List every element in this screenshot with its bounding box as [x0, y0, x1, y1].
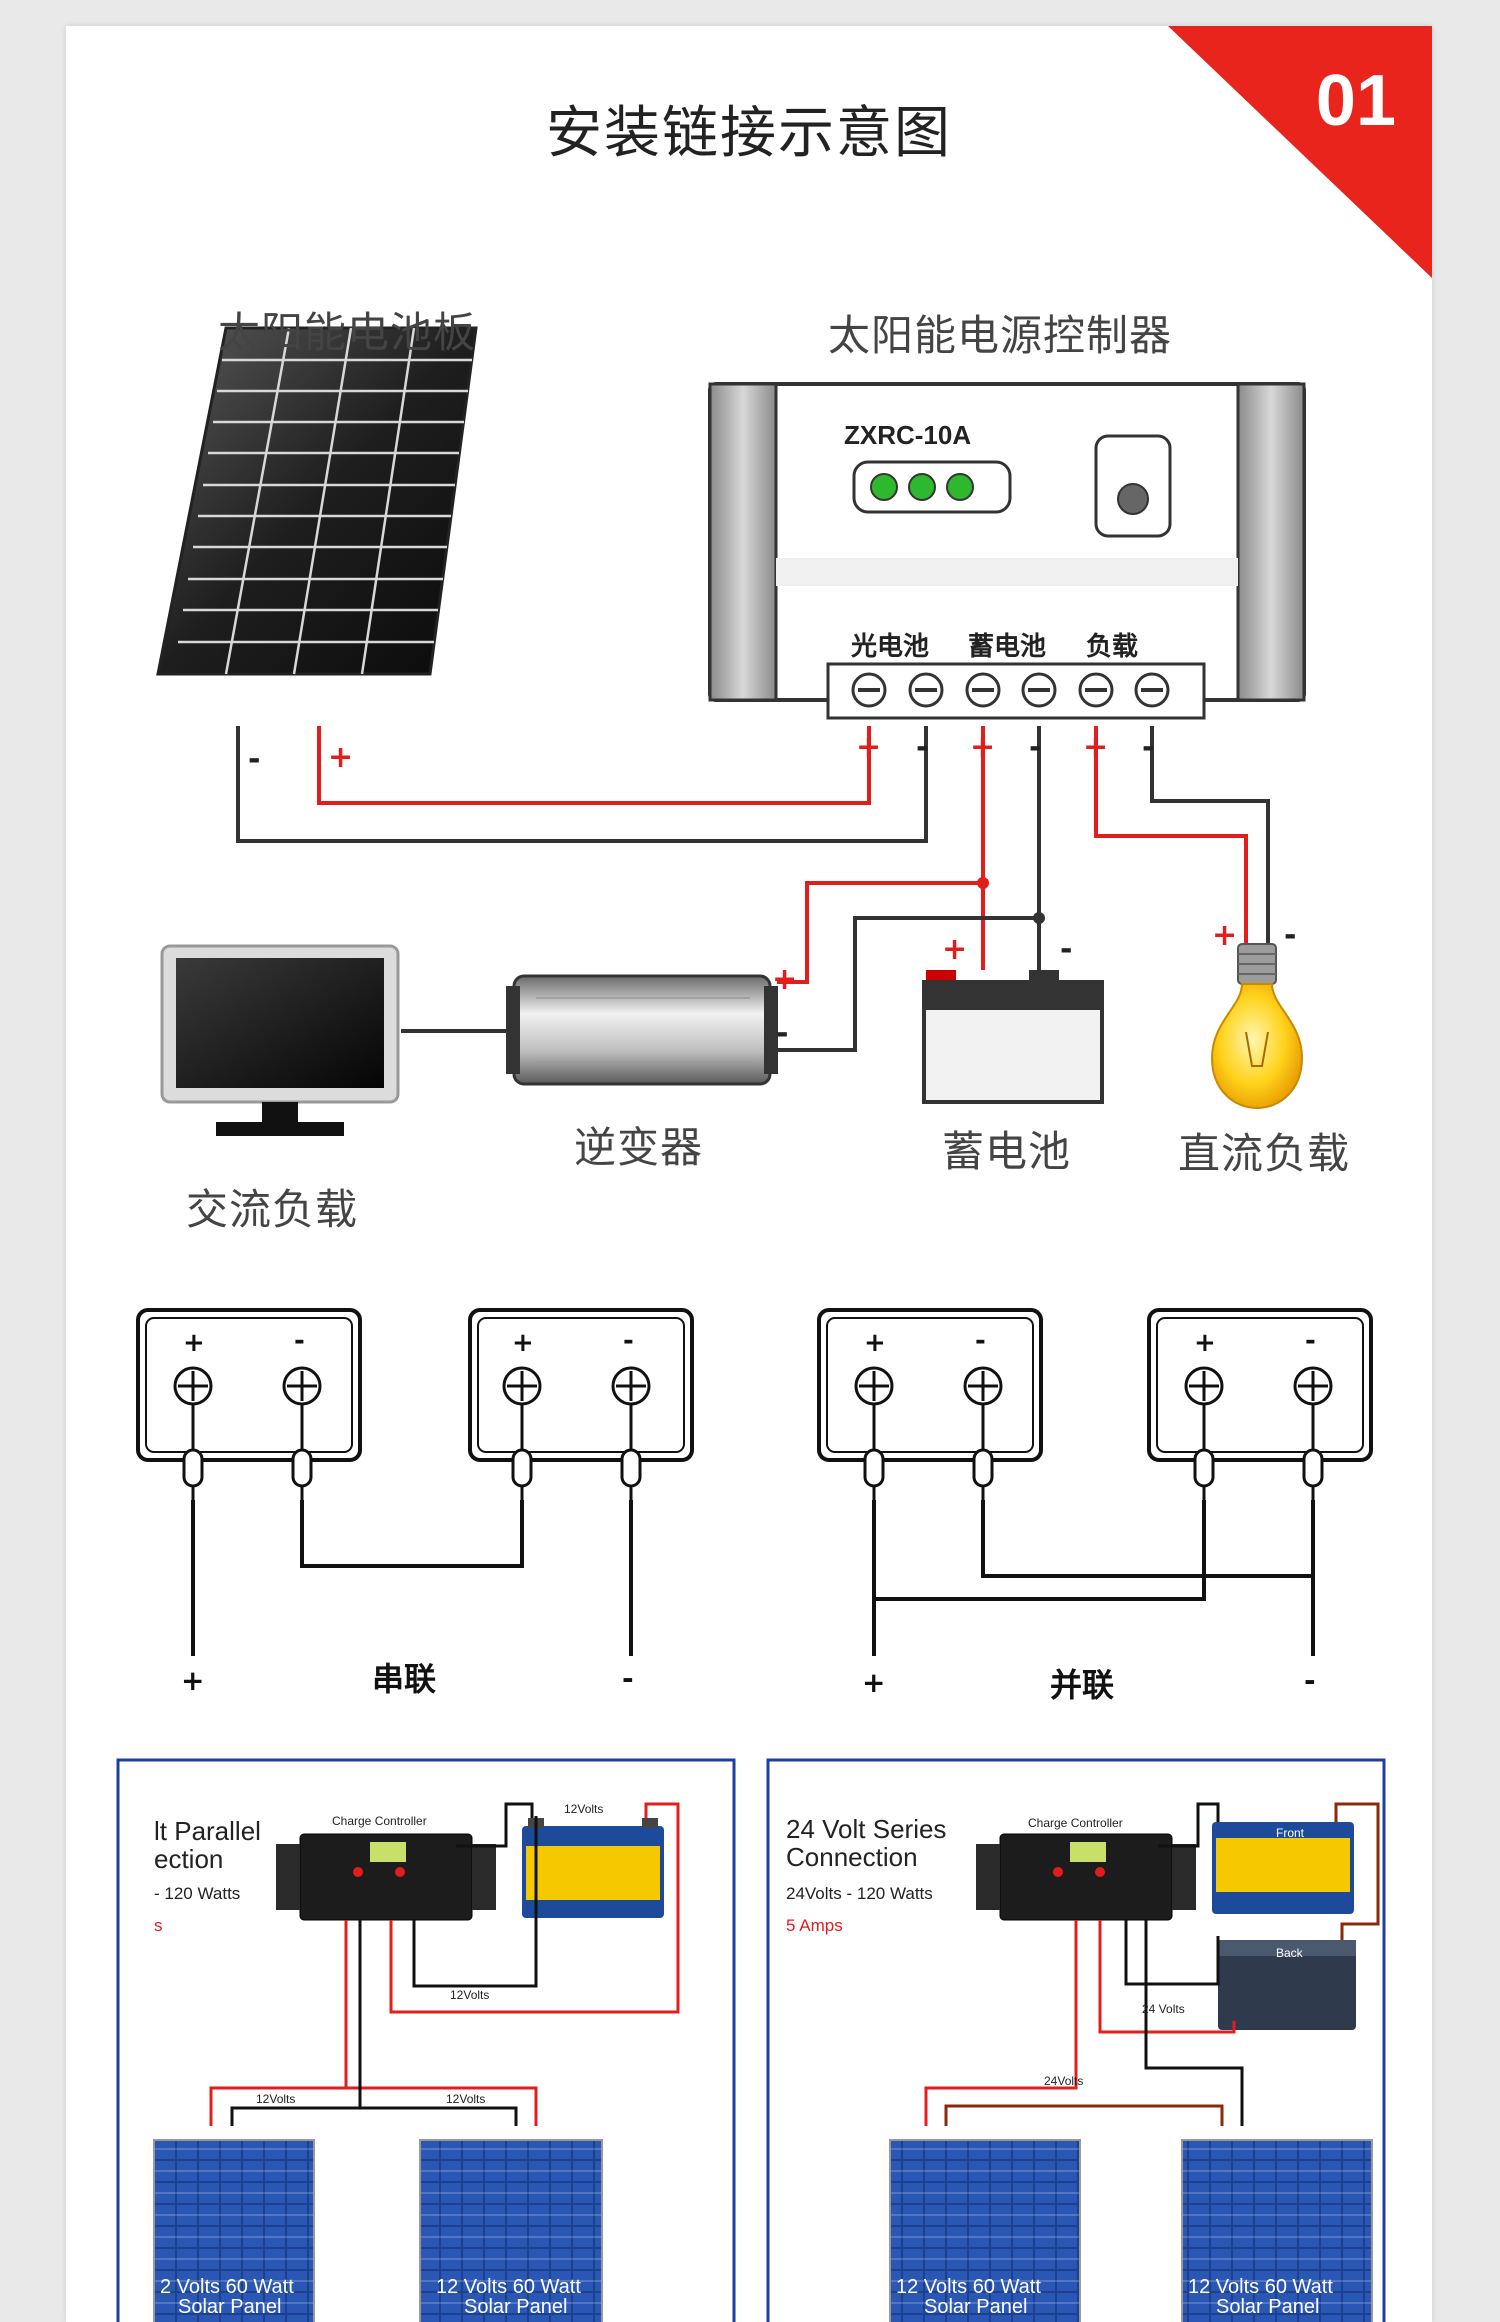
monitor-icon [160, 944, 400, 1136]
inverter-plus-sign: + [772, 962, 798, 997]
bulb-minus-sign: - [1284, 918, 1297, 953]
right-solar-panel-1 [889, 2139, 1081, 2322]
wiring [236, 726, 1270, 1052]
example-diagrams [116, 1758, 1386, 2322]
installation-diagram [156, 326, 1306, 1136]
left-battery-icon [522, 1818, 664, 1918]
right-battery-front-label: Front [1276, 1826, 1305, 1840]
left-battery-volts: 12Volts [564, 1802, 604, 1816]
controller-label: 太阳能电源控制器 [828, 311, 1173, 360]
left-panel2-wire-label: 12Volts [446, 2092, 486, 2106]
series-output-minus: - [622, 1662, 634, 1695]
parallel-output-plus: + [862, 1666, 886, 1699]
left-title-line2: ection [154, 1844, 224, 1874]
left-solar-panel-2 [419, 2139, 603, 2322]
right-controller-caption: Charge Controller [1028, 1816, 1123, 1830]
right-battery-back-icon [1218, 1940, 1356, 2030]
series-output-plus: + [181, 1664, 205, 1697]
right-battery-front-icon [1212, 1822, 1354, 1914]
right-panel2-line1: 12 Volts 60 Watt [1188, 2276, 1333, 2298]
light-bulb-icon [1210, 943, 1304, 1110]
pv-plus-sign: + [856, 730, 882, 765]
load-plus-sign: + [1083, 730, 1109, 765]
dc-load-label: 直流负载 [1178, 1129, 1351, 1178]
pv-minus-sign: - [916, 730, 929, 765]
parallel-b2-plus: + [1194, 1328, 1216, 1358]
series-b2-minus: - [623, 1326, 634, 1356]
left-panel2-line2: Solar Panel [464, 2296, 568, 2318]
ac-load-label: 交流负载 [186, 1185, 359, 1234]
left-amps-fragment: s [154, 1916, 163, 1935]
right-amps-line: 5 Amps [786, 1916, 843, 1935]
inverter-minus-sign: - [776, 1016, 789, 1051]
page-title: 安装链接示意图 [546, 101, 952, 166]
terminal-pv-label: 光电池 [851, 632, 930, 662]
left-panel1-wire-label: 12Volts [256, 2092, 296, 2106]
inverter-label: 逆变器 [574, 1123, 704, 1172]
right-controller-icon [976, 1833, 1196, 1921]
series-b2-plus: + [512, 1328, 534, 1358]
right-panel1-line2: Solar Panel [924, 2296, 1028, 2318]
series-b1-minus: - [294, 1326, 305, 1356]
left-panel2-line1: 12 Volts 60 Watt [436, 2276, 581, 2298]
right-title-line2: Connection [786, 1842, 918, 1872]
left-solar-panel-1 [153, 2139, 315, 2322]
terminal-load-label: 负载 [1086, 632, 1139, 662]
left-controller-wire-label: 12Volts [450, 1988, 490, 2002]
parallel-b2-minus: - [1305, 1326, 1316, 1356]
bat-plus-sign: + [970, 730, 996, 765]
right-battery-back-label: Back [1276, 1946, 1303, 1960]
terminal-battery-label: 蓄电池 [968, 632, 1047, 662]
bat-minus-sign: - [1029, 730, 1042, 765]
panel-minus-sign: - [248, 742, 261, 777]
right-battery-wire-label: 24 Volts [1142, 2002, 1185, 2016]
controller-model: ZXRC-10A [844, 420, 972, 450]
left-spec-line: - 120 Watts [154, 1884, 241, 1903]
right-title-line1: 24 Volt Series [786, 1814, 947, 1844]
battery-minus-sign: - [1060, 932, 1073, 967]
load-minus-sign: - [1142, 730, 1155, 765]
left-panel1-line2: Solar Panel [178, 2296, 282, 2318]
inverter-icon [506, 974, 778, 1086]
battery-label: 蓄电池 [942, 1127, 1072, 1176]
instruction-card: 01 安装链接示意图 [66, 26, 1432, 2322]
battery-wiring-diagram [136, 1308, 1373, 1656]
parallel-b1-minus: - [975, 1326, 986, 1356]
right-panel1-line1: 12 Volts 60 Watt [896, 2276, 1041, 2298]
solar-panel-icon [156, 326, 478, 676]
battery-icon [922, 970, 1104, 1104]
right-panel2-line2: Solar Panel [1216, 2296, 1320, 2318]
solar-panel-label: 太阳能电池板 [218, 308, 477, 357]
parallel-output-minus: - [1304, 1664, 1316, 1697]
left-title-line1: lt Parallel [154, 1816, 261, 1846]
right-spec-line: 24Volts - 120 Watts [786, 1884, 933, 1903]
badge-number: 01 [1315, 61, 1396, 141]
left-controller-caption: Charge Controller [332, 1814, 427, 1828]
bulb-plus-sign: + [1212, 918, 1238, 953]
left-panel1-line1: 2 Volts 60 Watt [160, 2276, 294, 2298]
corner-badge [1168, 26, 1432, 278]
panel-plus-sign: + [328, 740, 354, 775]
series-label: 串联 [372, 1660, 437, 1698]
series-b1-plus: + [183, 1328, 205, 1358]
battery-plus-sign: + [942, 932, 968, 967]
charge-controller [708, 382, 1306, 720]
left-controller-icon [276, 1833, 496, 1921]
right-solar-panel-2 [1181, 2139, 1373, 2322]
parallel-b1-plus: + [864, 1328, 886, 1358]
parallel-label: 并联 [1050, 1666, 1115, 1704]
right-panels-wire-label: 24Volts [1044, 2074, 1084, 2088]
